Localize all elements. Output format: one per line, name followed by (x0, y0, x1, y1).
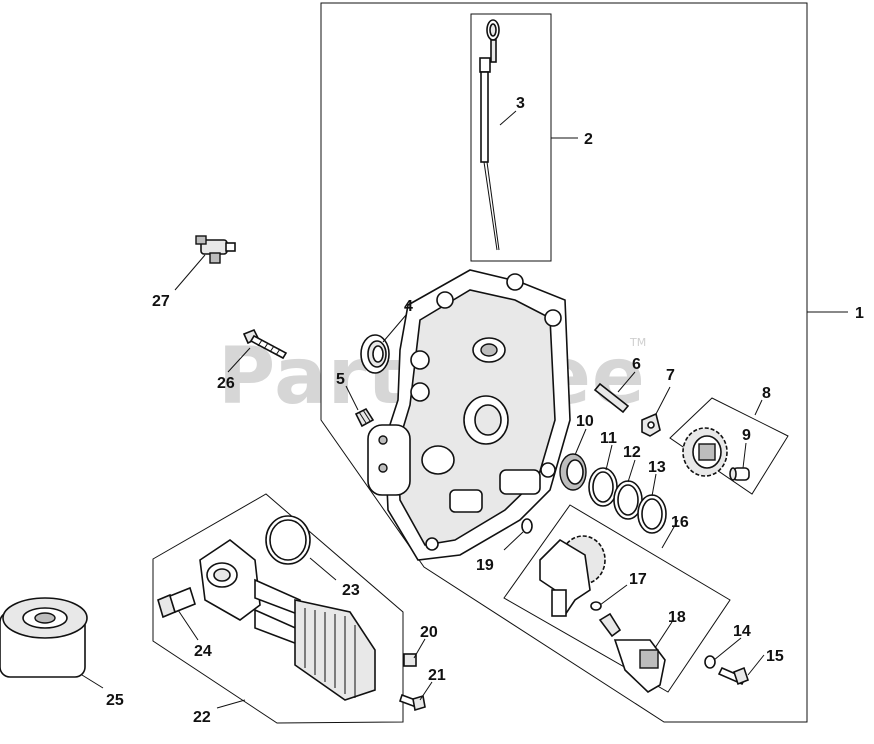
callout-labels: 1 2 3 4 5 6 7 8 9 10 11 12 13 14 15 16 1… (106, 95, 864, 726)
oil-seal-4[interactable] (360, 334, 390, 374)
callout-26: 26 (217, 375, 235, 392)
oil-pump-assembly-box (503, 504, 731, 693)
callout-13: 13 (648, 459, 666, 476)
governor-gear-8[interactable] (682, 427, 728, 477)
callout-21: 21 (428, 667, 446, 684)
callout-27: 27 (152, 293, 170, 310)
bolt-26[interactable] (242, 328, 288, 360)
callout-1: 1 (855, 305, 864, 322)
dowel-pin-5[interactable] (354, 407, 375, 428)
callout-6: 6 (632, 356, 641, 373)
bearing-10[interactable] (559, 453, 587, 491)
callout-7: 7 (666, 367, 675, 384)
pin-6[interactable] (593, 382, 630, 414)
nut-20[interactable] (403, 653, 417, 667)
oil-filter-25[interactable] (0, 597, 88, 678)
bolt-15[interactable] (717, 666, 749, 686)
callout-20: 20 (420, 624, 438, 641)
dipstick[interactable] (479, 19, 500, 251)
oil-pressure-switch[interactable] (195, 235, 236, 264)
callout-18: 18 (668, 609, 686, 626)
screw-21[interactable] (398, 693, 426, 712)
callout-4: 4 (404, 298, 413, 315)
callout-12: 12 (623, 444, 641, 461)
fitting-24[interactable] (157, 586, 196, 619)
gear-shaft-9[interactable] (729, 467, 750, 481)
callout-15: 15 (766, 648, 784, 665)
callout-24: 24 (194, 643, 212, 660)
callout-8: 8 (762, 385, 771, 402)
callout-23: 23 (342, 582, 360, 599)
oil-cooler-assembly-box (152, 493, 404, 724)
oil-sensor-18[interactable] (598, 612, 666, 693)
o-ring-17[interactable] (590, 601, 602, 611)
washer-7[interactable] (641, 412, 661, 437)
callout-16: 16 (671, 514, 689, 531)
callout-9: 9 (742, 427, 751, 444)
callout-25: 25 (106, 692, 124, 709)
callout-17: 17 (629, 571, 647, 588)
callout-2: 2 (584, 131, 593, 148)
callout-5: 5 (336, 371, 345, 388)
oil-cooler[interactable] (199, 539, 376, 701)
callout-10: 10 (576, 413, 594, 430)
callout-11: 11 (600, 430, 617, 447)
closure-plate-assembly-box (320, 2, 808, 723)
gear-assembly-box (669, 397, 789, 495)
washer-14[interactable] (704, 655, 716, 669)
o-ring-19[interactable] (521, 518, 533, 534)
closure-plate[interactable] (367, 269, 571, 561)
leader-lines (81, 110, 848, 709)
oil-pump[interactable] (539, 535, 606, 617)
callout-3: 3 (516, 95, 525, 112)
watermark-trademark: TM (629, 336, 646, 349)
callout-22: 22 (193, 709, 211, 726)
callout-19: 19 (476, 557, 494, 574)
callout-14: 14 (733, 623, 751, 640)
